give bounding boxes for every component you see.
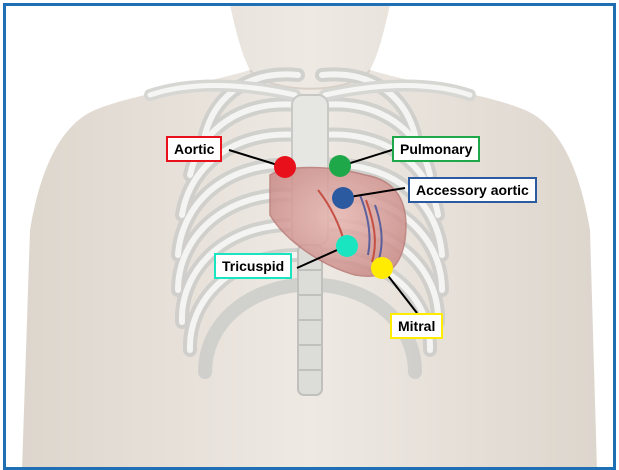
point-tricuspid <box>336 235 358 257</box>
label-tricuspid: Tricuspid <box>214 253 292 279</box>
point-accessory-aortic <box>332 187 354 209</box>
point-pulmonary <box>329 155 351 177</box>
label-mitral: Mitral <box>390 313 443 339</box>
point-mitral <box>371 257 393 279</box>
label-pulmonary: Pulmonary <box>392 136 480 162</box>
label-accessory-aortic: Accessory aortic <box>408 177 537 203</box>
label-aortic: Aortic <box>166 136 222 162</box>
point-aortic <box>274 156 296 178</box>
